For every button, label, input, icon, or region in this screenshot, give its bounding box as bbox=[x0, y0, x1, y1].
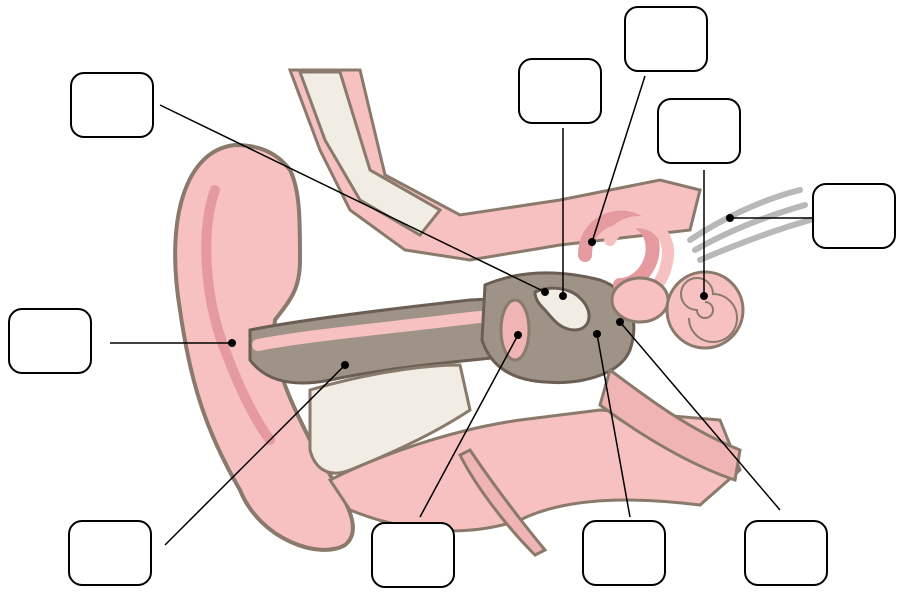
eardrum bbox=[501, 300, 529, 360]
label-box-10[interactable] bbox=[744, 520, 828, 586]
cochlea bbox=[667, 272, 743, 348]
leader-dot bbox=[228, 339, 236, 347]
leader-dot bbox=[541, 288, 549, 296]
label-box-9[interactable] bbox=[582, 520, 666, 586]
label-box-4[interactable] bbox=[657, 98, 741, 164]
leader-dot bbox=[559, 292, 567, 300]
leader-dot bbox=[700, 292, 708, 300]
label-box-1[interactable] bbox=[70, 72, 154, 138]
label-box-8[interactable] bbox=[371, 522, 455, 588]
label-box-5[interactable] bbox=[812, 183, 896, 249]
leader-dot bbox=[616, 318, 624, 326]
leader-dot bbox=[593, 330, 601, 338]
leader-dot bbox=[341, 361, 349, 369]
leader-dot bbox=[588, 238, 596, 246]
label-box-2[interactable] bbox=[518, 58, 602, 124]
auditory-nerve bbox=[690, 190, 810, 260]
label-box-6[interactable] bbox=[8, 308, 92, 374]
label-box-7[interactable] bbox=[68, 520, 152, 586]
vestibule bbox=[612, 278, 668, 322]
leader-dot bbox=[726, 214, 734, 222]
leader-dot bbox=[514, 331, 522, 339]
label-box-3[interactable] bbox=[624, 6, 708, 72]
